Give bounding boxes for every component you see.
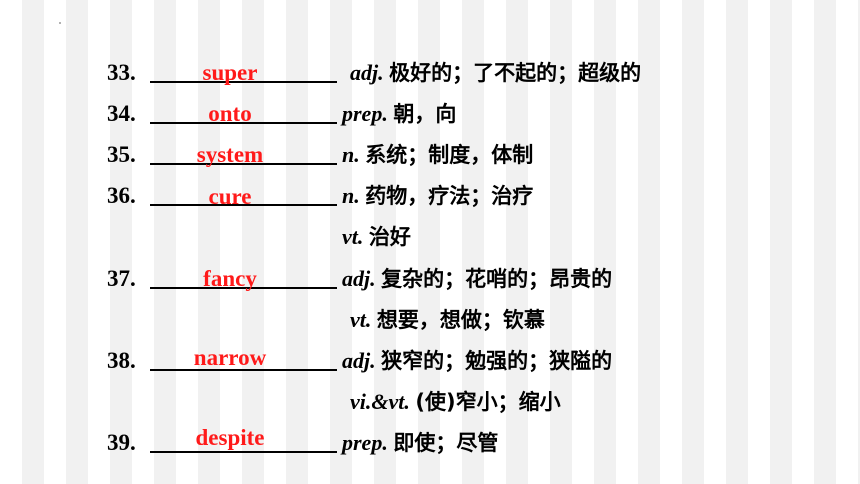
entry-row-38-continued: vi.&vt. (使)窄小；缩小 [0,382,860,422]
answer-blank [150,53,337,83]
entry-definition: prep. 即使；尽管 [342,423,498,463]
meaning: 治好 [368,225,411,249]
entry-row-35: 35. system n. 系统；制度，体制 [0,135,860,175]
entry-number: 37. [107,266,136,291]
entry-row-36: 36. cure n. 药物，疗法；治疗 [0,176,860,216]
meaning: 极好的；了不起的；超级的 [389,61,642,85]
part-of-speech: n. [342,142,360,167]
entry-definition: adj. 狭窄的；勉强的；狭隘的 [342,341,612,381]
answer-blank [150,423,337,453]
meaning: 系统；制度，体制 [365,143,534,167]
entry-row-34: 34. onto prep. 朝，向 [0,94,860,134]
entry-number: 39. [107,430,136,455]
answer-blank [150,176,337,206]
entry-number: 33. [107,60,136,85]
answer-blank [150,135,337,165]
entry-definition-2: vt. 想要，想做；钦慕 [350,300,545,340]
entry-definition-2: vt. 治好 [342,217,411,257]
part-of-speech: vt. [350,307,372,332]
answer-word: fancy [203,266,257,291]
entry-row-39: 39. despite prep. 即使；尽管 [0,423,860,463]
answer-word: despite [195,425,265,450]
answer-blank [150,259,337,289]
entry-row-33: 33. super adj. 极好的；了不起的；超级的 [0,53,860,93]
answer-word: onto [208,101,252,126]
entry-number: 36. [107,183,136,208]
part-of-speech: vt. [342,224,364,249]
part-of-speech: adj. [342,348,376,373]
meaning: 朝，向 [393,102,457,126]
meaning: 狭窄的；勉强的；狭隘的 [381,349,613,373]
answer-word: super [202,60,258,85]
answer-blank [150,94,337,124]
part-of-speech: n. [342,183,360,208]
entry-row-36-continued: vt. 治好 [0,217,860,257]
entry-definition: n. 药物，疗法；治疗 [342,176,533,216]
entry-row-38: 38. narrow adj. 狭窄的；勉强的；狭隘的 [0,341,860,381]
entry-definition: n. 系统；制度，体制 [342,135,533,175]
entry-row-37-continued: vt. 想要，想做；钦慕 [0,300,860,340]
entry-definition-2: vi.&vt. (使)窄小；缩小 [350,382,561,422]
answer-word: system [196,142,264,167]
entry-number: 34. [107,101,136,126]
meaning: 即使；尽管 [393,431,499,455]
entry-definition: adj. 极好的；了不起的；超级的 [350,53,641,93]
part-of-speech: adj. [342,266,376,291]
entry-definition: adj. 复杂的；花哨的；昂贵的 [342,259,612,299]
decorative-dot [59,22,61,24]
meaning: 药物，疗法；治疗 [365,184,534,208]
entry-row-37: 37. fancy adj. 复杂的；花哨的；昂贵的 [0,259,860,299]
answer-word: cure [208,184,252,209]
answer-word: narrow [193,345,267,370]
part-of-speech: adj. [350,60,384,85]
entry-number: 38. [107,348,136,373]
part-of-speech: vi.&vt. [350,389,410,414]
meaning: 想要，想做；钦慕 [376,308,545,332]
part-of-speech: prep. [342,101,388,126]
entry-number: 35. [107,142,136,167]
part-of-speech: prep. [342,430,388,455]
meaning: (使)窄小；缩小 [415,390,561,414]
meaning: 复杂的；花哨的；昂贵的 [381,267,613,291]
answer-blank [150,341,337,371]
entry-definition: prep. 朝，向 [342,94,456,134]
